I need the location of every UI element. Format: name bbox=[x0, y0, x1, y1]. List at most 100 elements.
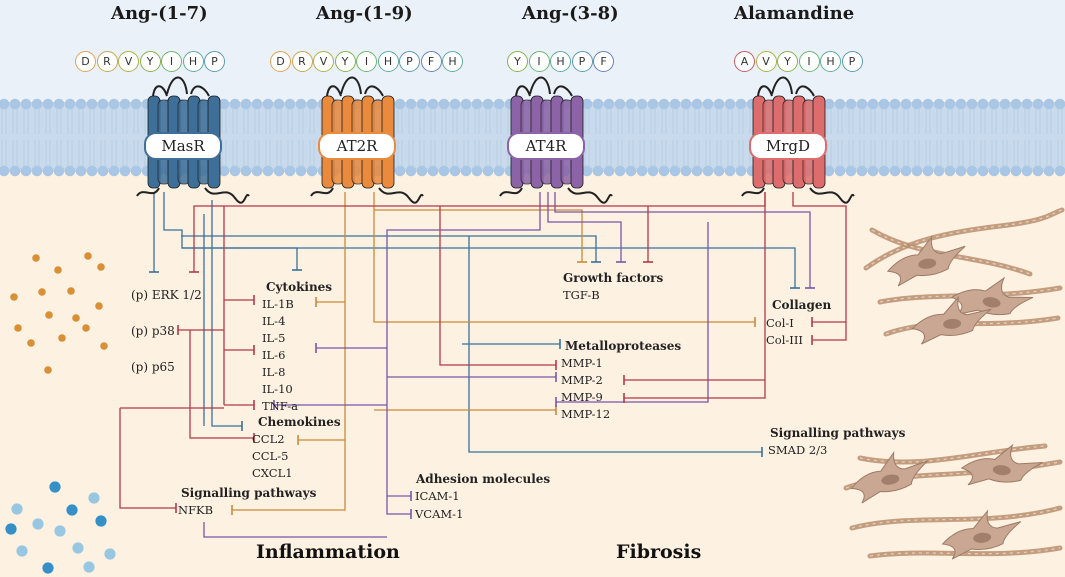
receptor-loop bbox=[364, 85, 384, 97]
lipid-head bbox=[130, 165, 142, 177]
receptor-tail bbox=[378, 187, 424, 204]
residue-r: R bbox=[291, 51, 313, 72]
lipid-head bbox=[592, 98, 604, 110]
residue-h: H bbox=[550, 51, 571, 72]
lipid-head bbox=[735, 98, 747, 110]
lipid-head bbox=[933, 98, 945, 110]
lipid-head bbox=[966, 98, 978, 110]
chemokine-particle bbox=[95, 515, 107, 527]
lipid-head bbox=[614, 165, 626, 177]
chemokine-ccl2: CCL2 bbox=[252, 432, 285, 446]
lipid-head bbox=[284, 165, 296, 177]
lipid-head bbox=[64, 98, 76, 110]
residue-v: V bbox=[118, 51, 139, 72]
lipid-head bbox=[493, 165, 505, 177]
lipid-head bbox=[1021, 165, 1033, 177]
lipid-head bbox=[229, 98, 241, 110]
lipid-head bbox=[1054, 98, 1065, 110]
at2r-to-col-i bbox=[373, 192, 755, 323]
fibrosis-title: Fibrosis bbox=[616, 541, 702, 563]
at4r-to-collagen bbox=[554, 192, 811, 288]
lipid-head bbox=[999, 165, 1011, 177]
lipid-head bbox=[889, 165, 901, 177]
chemokine-particle bbox=[5, 523, 17, 535]
lipid-head bbox=[911, 165, 923, 177]
masr-to-collagen bbox=[163, 192, 796, 288]
receptor-loop bbox=[326, 85, 342, 97]
lipid-head bbox=[845, 165, 857, 177]
residue-d: D bbox=[270, 51, 291, 72]
lipid-head bbox=[702, 165, 714, 177]
chemokine-particle bbox=[11, 503, 23, 515]
fibroblast-cell bbox=[911, 295, 992, 345]
fibrosis-signalling-heading: Signalling pathways bbox=[770, 426, 906, 440]
lipid-head bbox=[911, 98, 923, 110]
receptor-label-mrgd: MrgD bbox=[749, 132, 827, 160]
residue-r: R bbox=[96, 51, 118, 72]
lipid-head bbox=[9, 165, 21, 177]
cytokine-il-8: IL-8 bbox=[262, 365, 286, 379]
lipid-head bbox=[867, 98, 879, 110]
masr-to-chemokines bbox=[211, 200, 242, 427]
cytokine-particle bbox=[97, 263, 105, 271]
peptide-title-alamandine: Alamandine bbox=[734, 3, 855, 24]
lipid-head bbox=[251, 165, 263, 177]
lipid-head bbox=[735, 165, 747, 177]
inhibition-lines bbox=[119, 192, 847, 538]
lipid-head bbox=[856, 165, 868, 177]
residue-y: Y bbox=[777, 51, 798, 72]
cell-illustrations bbox=[843, 207, 1065, 560]
lipid-head bbox=[603, 98, 615, 110]
lipid-head bbox=[449, 98, 461, 110]
lipid-head bbox=[218, 165, 230, 177]
lipid-head bbox=[438, 98, 450, 110]
lipid-head bbox=[878, 165, 890, 177]
lipid-head bbox=[427, 98, 439, 110]
lipid-head bbox=[581, 98, 593, 110]
at2r-to-nfkb bbox=[232, 192, 346, 511]
cytokine-particle bbox=[14, 324, 22, 332]
cytokine-il-4: IL-4 bbox=[262, 314, 286, 328]
lipid-head bbox=[988, 98, 1000, 110]
lipid-head bbox=[691, 165, 703, 177]
fibroblast-cell bbox=[941, 509, 1022, 560]
fibroblast-nucleus bbox=[992, 465, 1011, 476]
lipid-head bbox=[680, 98, 692, 110]
residue-y: Y bbox=[507, 51, 528, 72]
chemokines-heading: Chemokines bbox=[258, 415, 341, 429]
chemokine-particle bbox=[42, 562, 54, 574]
chemokine-particle bbox=[66, 504, 78, 516]
residue-i: I bbox=[161, 51, 182, 72]
receptor-label-at4r: AT4R bbox=[507, 132, 585, 160]
peptide-title-ang-1-9: Ang-(1-9) bbox=[316, 3, 413, 24]
receptor-label-at2r: AT2R bbox=[318, 132, 396, 160]
cytokine-particle bbox=[72, 314, 80, 322]
lipid-head bbox=[273, 165, 285, 177]
lipid-head bbox=[944, 165, 956, 177]
lipid-head bbox=[691, 98, 703, 110]
signalling-smad: SMAD 2/3 bbox=[768, 443, 828, 457]
lipid-head bbox=[306, 165, 318, 177]
chemokine-particle bbox=[32, 518, 44, 530]
kinase-p38: (p) p38 bbox=[131, 324, 175, 338]
collagen-col-i: Col-I bbox=[766, 316, 794, 330]
lipid-head bbox=[460, 98, 472, 110]
chemokine-particle bbox=[88, 492, 100, 504]
peptide-title-ang-3-8: Ang-(3-8) bbox=[522, 3, 619, 24]
lipid-head bbox=[922, 165, 934, 177]
lipid-head bbox=[482, 98, 494, 110]
lipid-head bbox=[86, 165, 98, 177]
lipid-head bbox=[955, 165, 967, 177]
fibroblast-body bbox=[960, 443, 1044, 486]
inflammation-title: Inflammation bbox=[256, 541, 400, 563]
residue-i: I bbox=[356, 51, 377, 72]
residue-p: P bbox=[204, 51, 225, 72]
at4r-to-mmp9 bbox=[556, 222, 709, 403]
lipid-head bbox=[1043, 98, 1055, 110]
lipid-head bbox=[933, 165, 945, 177]
cytokine-particle bbox=[67, 287, 75, 295]
cytokine-il-1b: IL-1B bbox=[262, 297, 294, 311]
residue-d: D bbox=[75, 51, 96, 72]
particles bbox=[5, 252, 116, 574]
